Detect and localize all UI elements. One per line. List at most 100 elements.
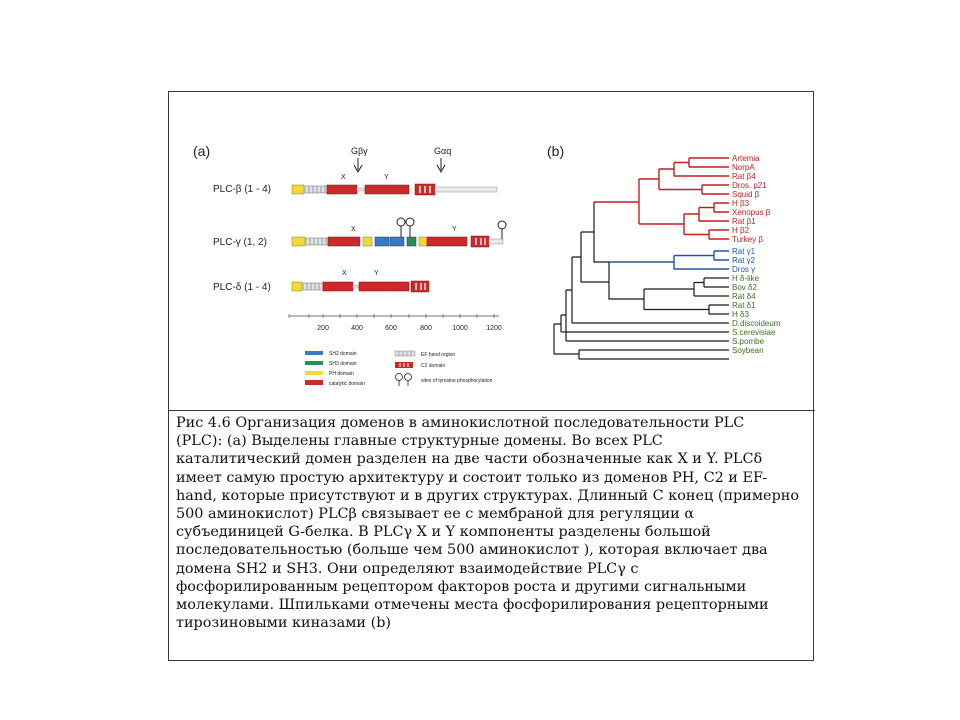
figure: (a) Gβγ Gαq PLC-β (1 - 4) X Y <box>169 92 815 410</box>
plc-delta-c2-domain <box>410 280 430 293</box>
plc-gamma-y-label: Y <box>452 226 457 233</box>
scale-tick-1000: 1000 <box>452 325 468 332</box>
plc-delta-y-label: Y <box>374 270 379 277</box>
scale-tick-1200: 1200 <box>486 325 502 332</box>
legend-sh2-text: SH2 domain <box>329 351 357 357</box>
legend-swatch-sh2 <box>305 351 323 355</box>
plc-gamma-ph-domain <box>291 236 306 247</box>
plc-gamma-c-terminus <box>488 238 504 245</box>
leaf-label: D.discoideum <box>732 319 781 328</box>
plc-gamma-split-ph-right <box>418 236 428 247</box>
leaf-label: Rat δ4 <box>732 292 756 301</box>
panel-a: (a) Gβγ Gαq PLC-β (1 - 4) X Y <box>193 143 507 387</box>
leaf-label: Soybean <box>732 346 764 355</box>
caption-line: имеет самую простую архитектуру и состои… <box>176 469 768 486</box>
legend-swatch-sh3 <box>305 361 323 365</box>
leaf-label: H δ-like <box>732 274 760 283</box>
panel-a-label: (a) <box>193 143 210 159</box>
plc-beta-c-terminus <box>434 186 498 193</box>
leaf-label: Squid β <box>732 190 760 199</box>
caption-line: (PLC): (a) Выделены главные структурные … <box>176 433 663 450</box>
tree-leaf-labels: Artemia NorpA Rat β4 Dros. p21 Squid β H… <box>732 154 781 355</box>
g-alpha-q-label: Gαq <box>434 146 451 156</box>
plc-beta-y-label: Y <box>384 174 389 181</box>
plc-beta-ef-hand <box>304 185 328 194</box>
caption-line: последовательностью (больше чем 500 амин… <box>176 542 768 559</box>
leaf-label: Dros. p21 <box>732 181 767 190</box>
caption-line: каталитический домен разделен на две час… <box>176 451 763 468</box>
plc-beta-linker <box>356 187 366 192</box>
plc-gamma-ef-hand <box>305 237 329 246</box>
caption-line: Рис 4.6 Организация доменов в аминокисло… <box>176 415 745 431</box>
caption-line: 500 аминокислот) PLCβ связывает ее с мем… <box>176 506 695 523</box>
leaf-label: H δ3 <box>732 310 749 319</box>
panel-b: (b) <box>547 143 781 360</box>
plc-gamma-sh2-domain-1 <box>374 236 390 247</box>
leaf-label: Xenopus β <box>732 208 771 217</box>
scale-tick-400: 400 <box>351 325 363 332</box>
leaf-label: Rat δ1 <box>732 301 756 310</box>
leaf-label: Turkey β <box>732 235 763 244</box>
plc-gamma-x-domain <box>327 236 361 247</box>
caption-line: домена SH2 и SH3. Они определяют взаимод… <box>176 560 639 577</box>
tree-gamma-clade <box>609 250 729 270</box>
leaf-label: S.cerevisiae <box>732 328 776 337</box>
leaf-label: NorpA <box>732 163 755 172</box>
figure-caption: Рис 4.6 Организация доменов в аминокисло… <box>176 414 804 632</box>
plc-gamma-label: PLC-γ (1, 2) <box>213 237 267 248</box>
legend-ef-hand-text: EF hand region <box>421 352 455 358</box>
leaf-label: Rat β4 <box>732 172 756 181</box>
leaf-label: Rat γ1 <box>732 247 756 256</box>
figure-canvas: (a) Gβγ Gαq PLC-β (1 - 4) X Y <box>193 143 781 387</box>
leaf-label: Bov δ2 <box>732 283 757 292</box>
caption-line: hand, которые присутствуют и в других ст… <box>176 487 800 504</box>
plc-gamma-c2-domain <box>470 235 490 248</box>
g-beta-gamma-label: Gβγ <box>351 146 368 156</box>
leaf-label: Dros γ <box>732 265 755 274</box>
leaf-label: Rat γ2 <box>732 256 756 265</box>
leaf-label: H β2 <box>732 226 750 235</box>
g-beta-gamma-arrow <box>353 158 363 174</box>
legend-swatch-ph <box>305 371 323 375</box>
tree-root-and-delta <box>553 202 729 360</box>
caption-line: молекулами. Шпильками отмечены места фос… <box>176 597 769 614</box>
leaf-label: H β3 <box>732 199 750 208</box>
phosphorylation-site-icon <box>396 217 507 239</box>
legend-sh3-text: SH3 domain <box>329 361 357 367</box>
plc-gamma-sh3-domain <box>406 236 417 247</box>
legend-swatch-ef-hand <box>394 350 416 357</box>
tree-beta-clade <box>594 157 729 240</box>
plc-delta-x-label: X <box>342 270 347 277</box>
caption-line: субъединицей G-белка. В PLCγ X и Y компо… <box>176 524 711 541</box>
scale-tick-800: 800 <box>420 325 432 332</box>
plc-beta-label: PLC-β (1 - 4) <box>213 184 271 195</box>
domain-legend: SH2 domain SH3 domain PH domain catalyti… <box>305 350 493 387</box>
legend-ph-text: PH domain <box>329 371 354 377</box>
plc-delta-ph-domain <box>291 281 303 292</box>
slide-frame: (a) Gβγ Gαq PLC-β (1 - 4) X Y <box>168 91 815 661</box>
legend-phosphorylation-text: sites of tyrosine phosphorylation <box>421 378 493 384</box>
legend-swatch-catalytic <box>305 380 323 385</box>
plc-gamma-split-ph-left <box>362 236 373 247</box>
plc-beta-c2-domain <box>414 183 436 196</box>
legend-phosphorylation-icon <box>395 373 412 386</box>
plc-beta-ph-domain <box>291 184 305 195</box>
residue-scale: 200 400 600 800 1000 1200 <box>288 314 502 332</box>
plc-delta-y-domain <box>358 281 410 292</box>
plc-gamma-y-domain <box>426 236 468 247</box>
legend-swatch-c2 <box>395 362 413 368</box>
caption-divider <box>169 410 815 411</box>
plc-delta-ef-hand <box>302 282 324 291</box>
legend-catalytic-text: catalytic domain <box>329 381 365 387</box>
leaf-label: Artemia <box>732 154 760 163</box>
plc-beta-x-label: X <box>341 174 346 181</box>
scale-tick-200: 200 <box>317 325 329 332</box>
plc-delta-x-domain <box>322 281 354 292</box>
plc-delta-label: PLC-δ (1 - 4) <box>213 282 271 293</box>
g-alpha-q-arrow <box>436 158 446 174</box>
panel-b-label: (b) <box>547 143 564 159</box>
caption-line: фосфорилированным рецептором факторов ро… <box>176 578 747 595</box>
plc-beta-y-domain <box>364 184 410 195</box>
plc-beta-x-domain <box>326 184 358 195</box>
leaf-label: Rat β1 <box>732 217 756 226</box>
